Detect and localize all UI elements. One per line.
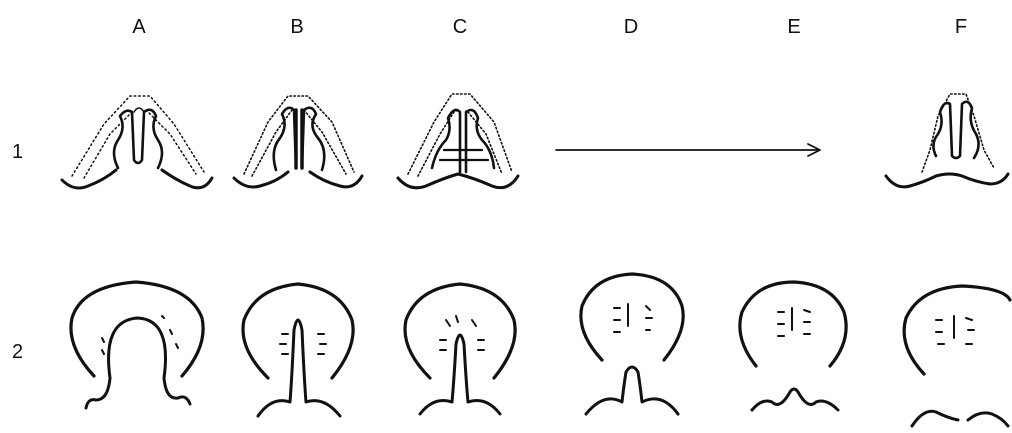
row-2-outlines [71,274,1010,426]
column-label-a: A [132,16,146,38]
outline-d2 [581,274,683,414]
outline-e2 [740,282,846,410]
outline-a2 [71,282,203,408]
outline-c2 [405,284,515,414]
column-label-b: B [290,16,303,38]
column-label-c: C [453,16,467,38]
column-label-e: E [787,16,800,38]
section-b1 [234,96,362,187]
arrow-d-to-f [556,144,820,156]
section-a1 [62,96,212,188]
row-label-1: 1 [12,141,23,163]
outline-f2 [904,286,1010,426]
outline-b2 [243,284,353,416]
section-f1 [886,94,1008,187]
column-label-d: D [624,16,638,38]
row-1-sections [62,94,1008,188]
section-c1 [398,94,518,188]
row-label-2: 2 [12,341,23,363]
column-label-f: F [955,16,967,38]
